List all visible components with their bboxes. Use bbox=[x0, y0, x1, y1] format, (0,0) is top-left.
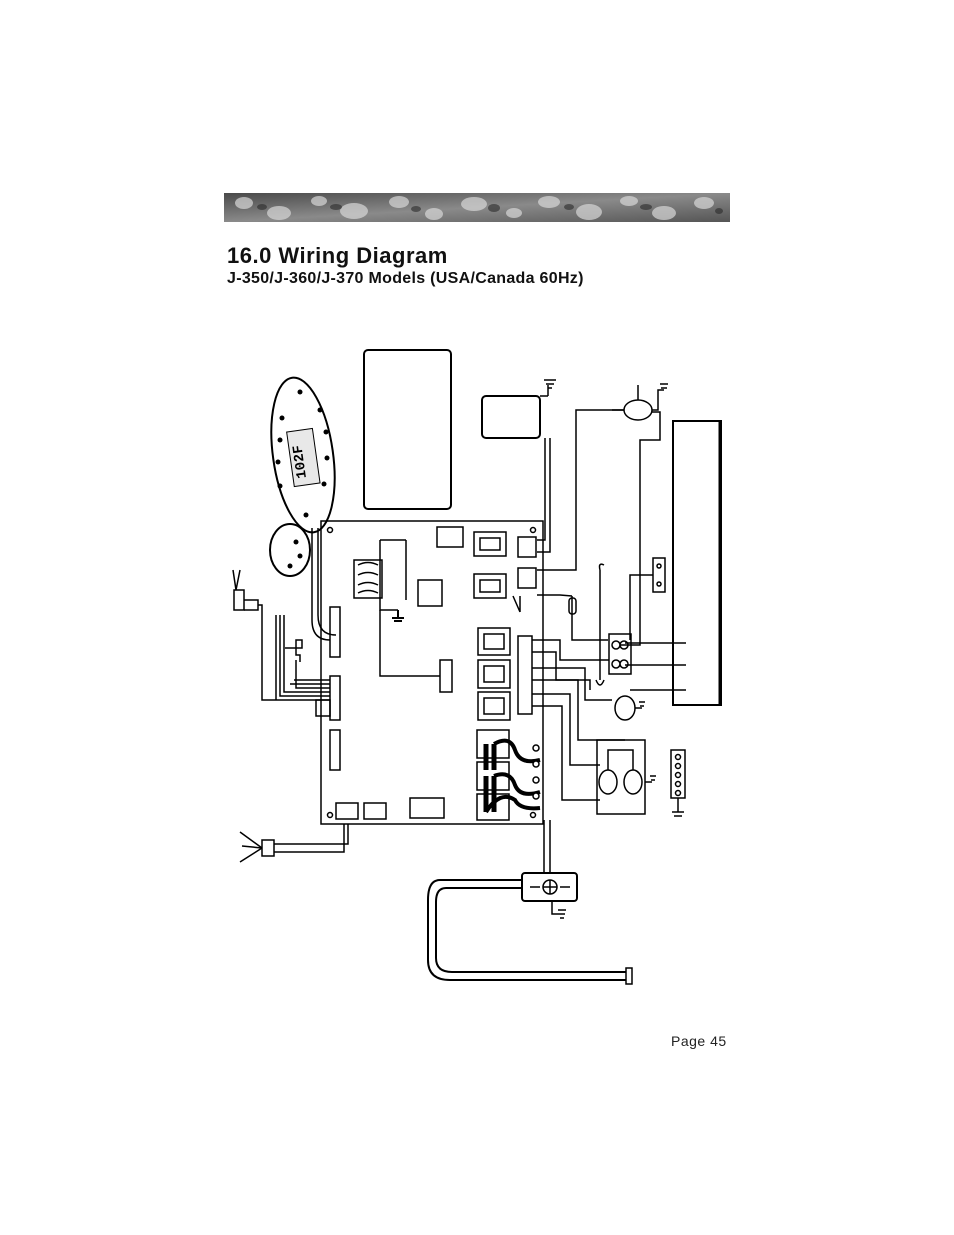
section-title: 16.0 Wiring Diagram bbox=[227, 243, 448, 268]
dual-jet-pumps bbox=[596, 739, 656, 815]
heater-element bbox=[672, 420, 722, 706]
gfci-disconnect bbox=[521, 872, 578, 919]
relays bbox=[473, 531, 511, 721]
ozonator bbox=[481, 379, 556, 439]
heater-housing bbox=[363, 349, 452, 510]
blower-motor bbox=[614, 695, 645, 721]
control-board bbox=[320, 520, 544, 825]
decorative-banner bbox=[224, 193, 730, 222]
transformer bbox=[353, 559, 383, 599]
terminal-strip bbox=[670, 749, 686, 817]
main-control-panel: 102F bbox=[270, 376, 336, 534]
panel-cable bbox=[311, 528, 331, 641]
auxiliary-control-panel bbox=[269, 523, 311, 577]
page-number: Page 45 bbox=[671, 1033, 727, 1049]
display-readout: 102F bbox=[290, 444, 311, 480]
power-cord bbox=[239, 824, 349, 863]
spa-light bbox=[232, 569, 330, 701]
terminal-blocks bbox=[476, 729, 541, 821]
model-subtitle: J-350/J-360/J-370 Models (USA/Canada 60H… bbox=[227, 270, 584, 287]
